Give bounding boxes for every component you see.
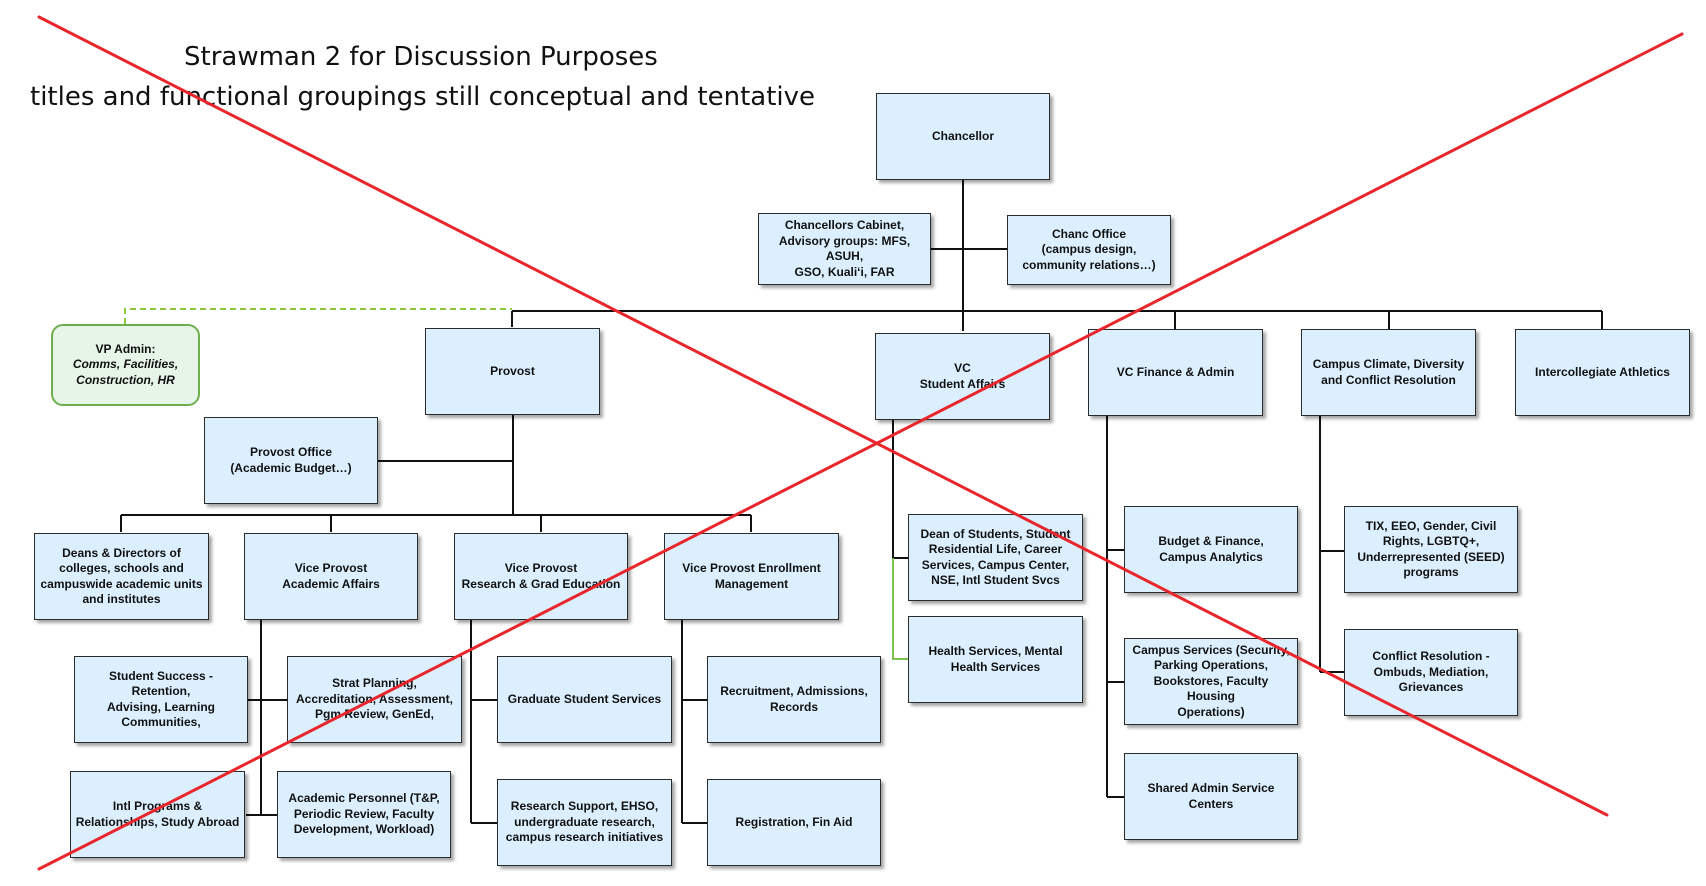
cross-out-line-2 xyxy=(37,32,1684,871)
tix-eeo-box: TIX, EEO, Gender, Civil Rights, LGBTQ+, … xyxy=(1344,506,1518,593)
budget-finance-box: Budget & Finance, Campus Analytics xyxy=(1124,506,1298,593)
campus-climate-box: Campus Climate, Diversity and Conflict R… xyxy=(1301,329,1476,416)
research-support-box: Research Support, EHSO, undergraduate re… xyxy=(497,779,672,866)
graduate-student-services-box: Graduate Student Services xyxy=(497,656,672,743)
intercollegiate-athletics-box: Intercollegiate Athletics xyxy=(1515,329,1690,416)
conflict-resolution-box: Conflict Resolution - Ombuds, Mediation,… xyxy=(1344,629,1518,716)
shared-admin-service-box: Shared Admin Service Centers xyxy=(1124,753,1298,840)
vice-provost-enrollment-box: Vice Provost Enrollment Management xyxy=(664,533,839,620)
cross-out-line-1 xyxy=(37,15,1609,817)
student-success-box: Student Success - Retention, Advising, L… xyxy=(74,656,248,743)
dean-of-students-box: Dean of Students, Student Residential Li… xyxy=(908,514,1083,601)
academic-personnel-box: Academic Personnel (T&P, Periodic Review… xyxy=(277,771,451,858)
campus-services-box: Campus Services (Security, Parking Opera… xyxy=(1124,638,1298,725)
chanc-office-box: Chanc Office (campus design, community r… xyxy=(1007,215,1171,285)
provost-office-box: Provost Office (Academic Budget…) xyxy=(204,417,378,504)
vice-provost-academic-box: Vice Provost Academic Affairs xyxy=(244,533,418,620)
chancellors-cabinet-box: Chancellors Cabinet, Advisory groups: MF… xyxy=(758,213,931,285)
vp-admin-detail: Comms, Facilities, Construction, HR xyxy=(72,357,179,387)
deans-directors-box: Deans & Directors of colleges, schools a… xyxy=(34,533,209,620)
health-services-box: Health Services, Mental Health Services xyxy=(908,616,1083,703)
title-line-2: titles and functional groupings still co… xyxy=(30,82,816,112)
recruitment-admissions-box: Recruitment, Admissions, Records xyxy=(707,656,881,743)
vc-finance-admin-box: VC Finance & Admin xyxy=(1088,329,1263,416)
intl-programs-box: Intl Programs & Relationships, Study Abr… xyxy=(70,771,245,858)
vp-admin-title: VP Admin: xyxy=(95,341,156,356)
vice-provost-research-box: Vice Provost Research & Grad Education xyxy=(454,533,628,620)
vc-student-affairs-box: VC Student Affairs xyxy=(875,333,1050,420)
registration-fin-aid-box: Registration, Fin Aid xyxy=(707,779,881,866)
provost-box: Provost xyxy=(425,328,600,415)
title-line-1: Strawman 2 for Discussion Purposes xyxy=(184,42,658,72)
vp-admin-box: VP Admin: Comms, Facilities, Constructio… xyxy=(51,324,200,406)
chancellor-box: Chancellor xyxy=(876,93,1050,180)
